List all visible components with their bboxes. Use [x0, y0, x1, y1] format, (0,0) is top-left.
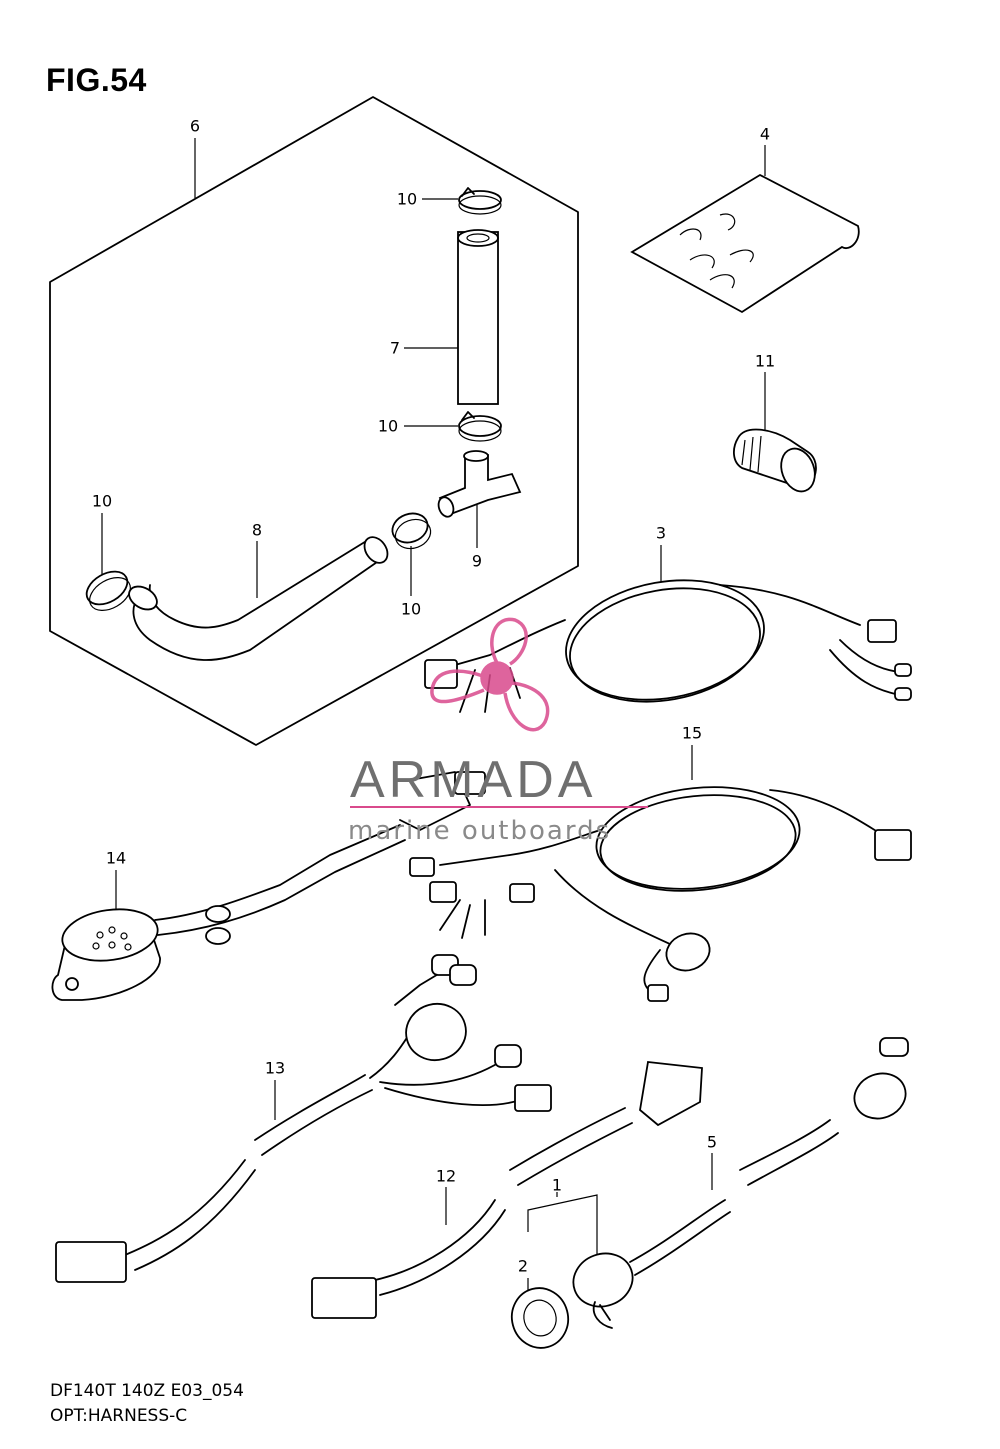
- hose-clamp-right: [391, 512, 432, 550]
- harness-12: [311, 1061, 703, 1319]
- callout-6: 6: [189, 116, 201, 136]
- callout-3: 3: [655, 523, 667, 543]
- callout-13: 13: [264, 1058, 286, 1078]
- armada-logo-icon: [430, 617, 550, 732]
- hose-clamp-top: [458, 187, 502, 215]
- buzzer-with-lead: [51, 824, 406, 1001]
- callout-10-middle: 10: [377, 416, 399, 436]
- hose-clamp-left: [85, 570, 131, 611]
- callout-10-right: 10: [400, 599, 422, 619]
- section-name: OPT:HARNESS-C: [50, 1406, 188, 1426]
- callout-11: 11: [754, 351, 776, 371]
- t-joint: [437, 450, 522, 518]
- callout-12: 12: [435, 1166, 457, 1186]
- harness-15: [399, 771, 912, 1002]
- callout-7: 7: [389, 338, 401, 358]
- watermark-brand: ARMADA: [350, 751, 597, 809]
- callout-2: 2: [517, 1256, 529, 1276]
- callout-14: 14: [105, 848, 127, 868]
- harness-13: [55, 954, 552, 1283]
- callout-5: 5: [706, 1132, 718, 1152]
- curved-hose: [128, 536, 389, 661]
- callout-10-left: 10: [91, 491, 113, 511]
- watermark-tagline: marine outboards: [348, 816, 612, 846]
- figure-title: FIG.54: [46, 62, 147, 98]
- hose-clamp-middle: [458, 411, 502, 442]
- straight-hose: [457, 229, 499, 405]
- socket-assembly: [510, 1037, 909, 1349]
- hose-kit-outline: [49, 96, 579, 746]
- grommet: [733, 428, 817, 493]
- callout-15: 15: [681, 723, 703, 743]
- leader-lines: [101, 138, 766, 1296]
- callout-8: 8: [251, 520, 263, 540]
- model-code: DF140T 140Z E03_054: [50, 1381, 244, 1401]
- callout-4: 4: [759, 124, 771, 144]
- callout-10-top: 10: [396, 189, 418, 209]
- callout-9: 9: [471, 551, 483, 571]
- parts-bag: [630, 173, 860, 314]
- callout-1: 1: [551, 1175, 563, 1195]
